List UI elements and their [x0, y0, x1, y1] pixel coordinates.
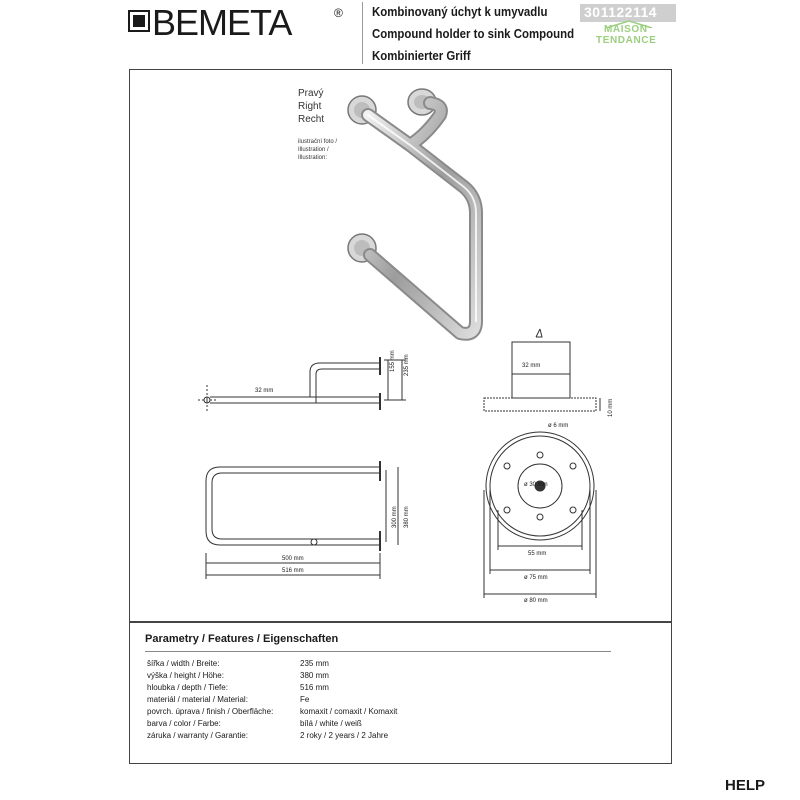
parameters-divider	[145, 651, 611, 652]
dim-32-flange: 32 mm	[522, 363, 541, 369]
registered-mark: ®	[334, 6, 343, 20]
side-elevation-drawing	[198, 357, 406, 412]
param-value: 2 roky / 2 years / 2 Jahre	[300, 731, 389, 740]
dim-75: ø 75 mm	[524, 575, 548, 581]
param-value: Fe	[300, 695, 310, 704]
title-de: Kombinierter Griff	[372, 48, 471, 63]
param-label: hloubka / depth / Tiefe:	[147, 683, 228, 692]
brand-logo: BEMETA ®	[128, 2, 358, 44]
illustration-note-3: Illustration:	[298, 155, 328, 161]
dim-hole-30: ø 30 mm	[524, 482, 548, 488]
header-divider	[362, 2, 363, 64]
param-value: komaxit / comaxit / Komaxit	[300, 707, 398, 716]
dim-32-top: 32 mm	[255, 388, 274, 394]
product-photo	[347, 88, 483, 341]
param-value: 516 mm	[300, 683, 329, 692]
illustration-note-1: ilustrační foto /	[298, 139, 338, 145]
series-name: HELP	[725, 777, 766, 794]
product-code-box	[580, 4, 676, 22]
side-label-en: Right	[298, 101, 322, 112]
illustration-note-2: Illustration /	[298, 147, 329, 153]
param-label: materiál / material / Material:	[147, 695, 248, 704]
side-label-cz: Pravý	[298, 88, 324, 99]
dim-10: 10 mm	[608, 398, 614, 417]
parameters-box	[129, 622, 672, 764]
param-label: záruka / warranty / Garantie:	[147, 731, 248, 740]
param-label: povrch. úprava / finish / Oberfläche:	[147, 707, 274, 716]
dim-300: 300 mm	[392, 506, 398, 528]
dim-235: 235 mm	[404, 354, 410, 376]
dim-380: 380 mm	[404, 506, 410, 528]
dim-hole-6: ø 6 mm	[548, 423, 569, 429]
title-cz: Kombinovaný úchyt k umyvadlu	[372, 4, 548, 19]
title-en: Compound holder to sink Compound	[372, 26, 575, 41]
watermark-line2: TENDANCE	[596, 35, 657, 46]
rosette-front-drawing	[483, 431, 597, 598]
param-value: 235 mm	[300, 659, 329, 668]
dim-80: ø 80 mm	[524, 598, 548, 604]
dim-500: 500 mm	[282, 556, 304, 562]
watermark-line1: MAISON	[604, 24, 648, 35]
param-value: bílá / white / weiß	[300, 719, 362, 728]
drawing-frame	[129, 69, 672, 622]
watermark-roof-icon	[605, 20, 653, 28]
param-label: šířka / width / Breite:	[147, 659, 220, 668]
param-label: barva / color / Farbe:	[147, 719, 221, 728]
dim-516: 516 mm	[282, 568, 304, 574]
parameters-title: Parametry / Features / Eigenschaften	[145, 633, 339, 645]
param-value: 380 mm	[300, 671, 329, 680]
dim-55: 55 mm	[528, 551, 547, 557]
brand-name: BEMETA	[152, 2, 292, 43]
flange-section-drawing	[483, 328, 601, 412]
plan-view-drawing	[205, 461, 399, 579]
product-code: 301122114	[584, 4, 658, 20]
logo-mark-icon	[128, 10, 150, 32]
side-label-de: Recht	[298, 114, 325, 125]
param-label: výška / height / Höhe:	[147, 671, 224, 680]
dim-155: 155 mm	[390, 350, 396, 372]
